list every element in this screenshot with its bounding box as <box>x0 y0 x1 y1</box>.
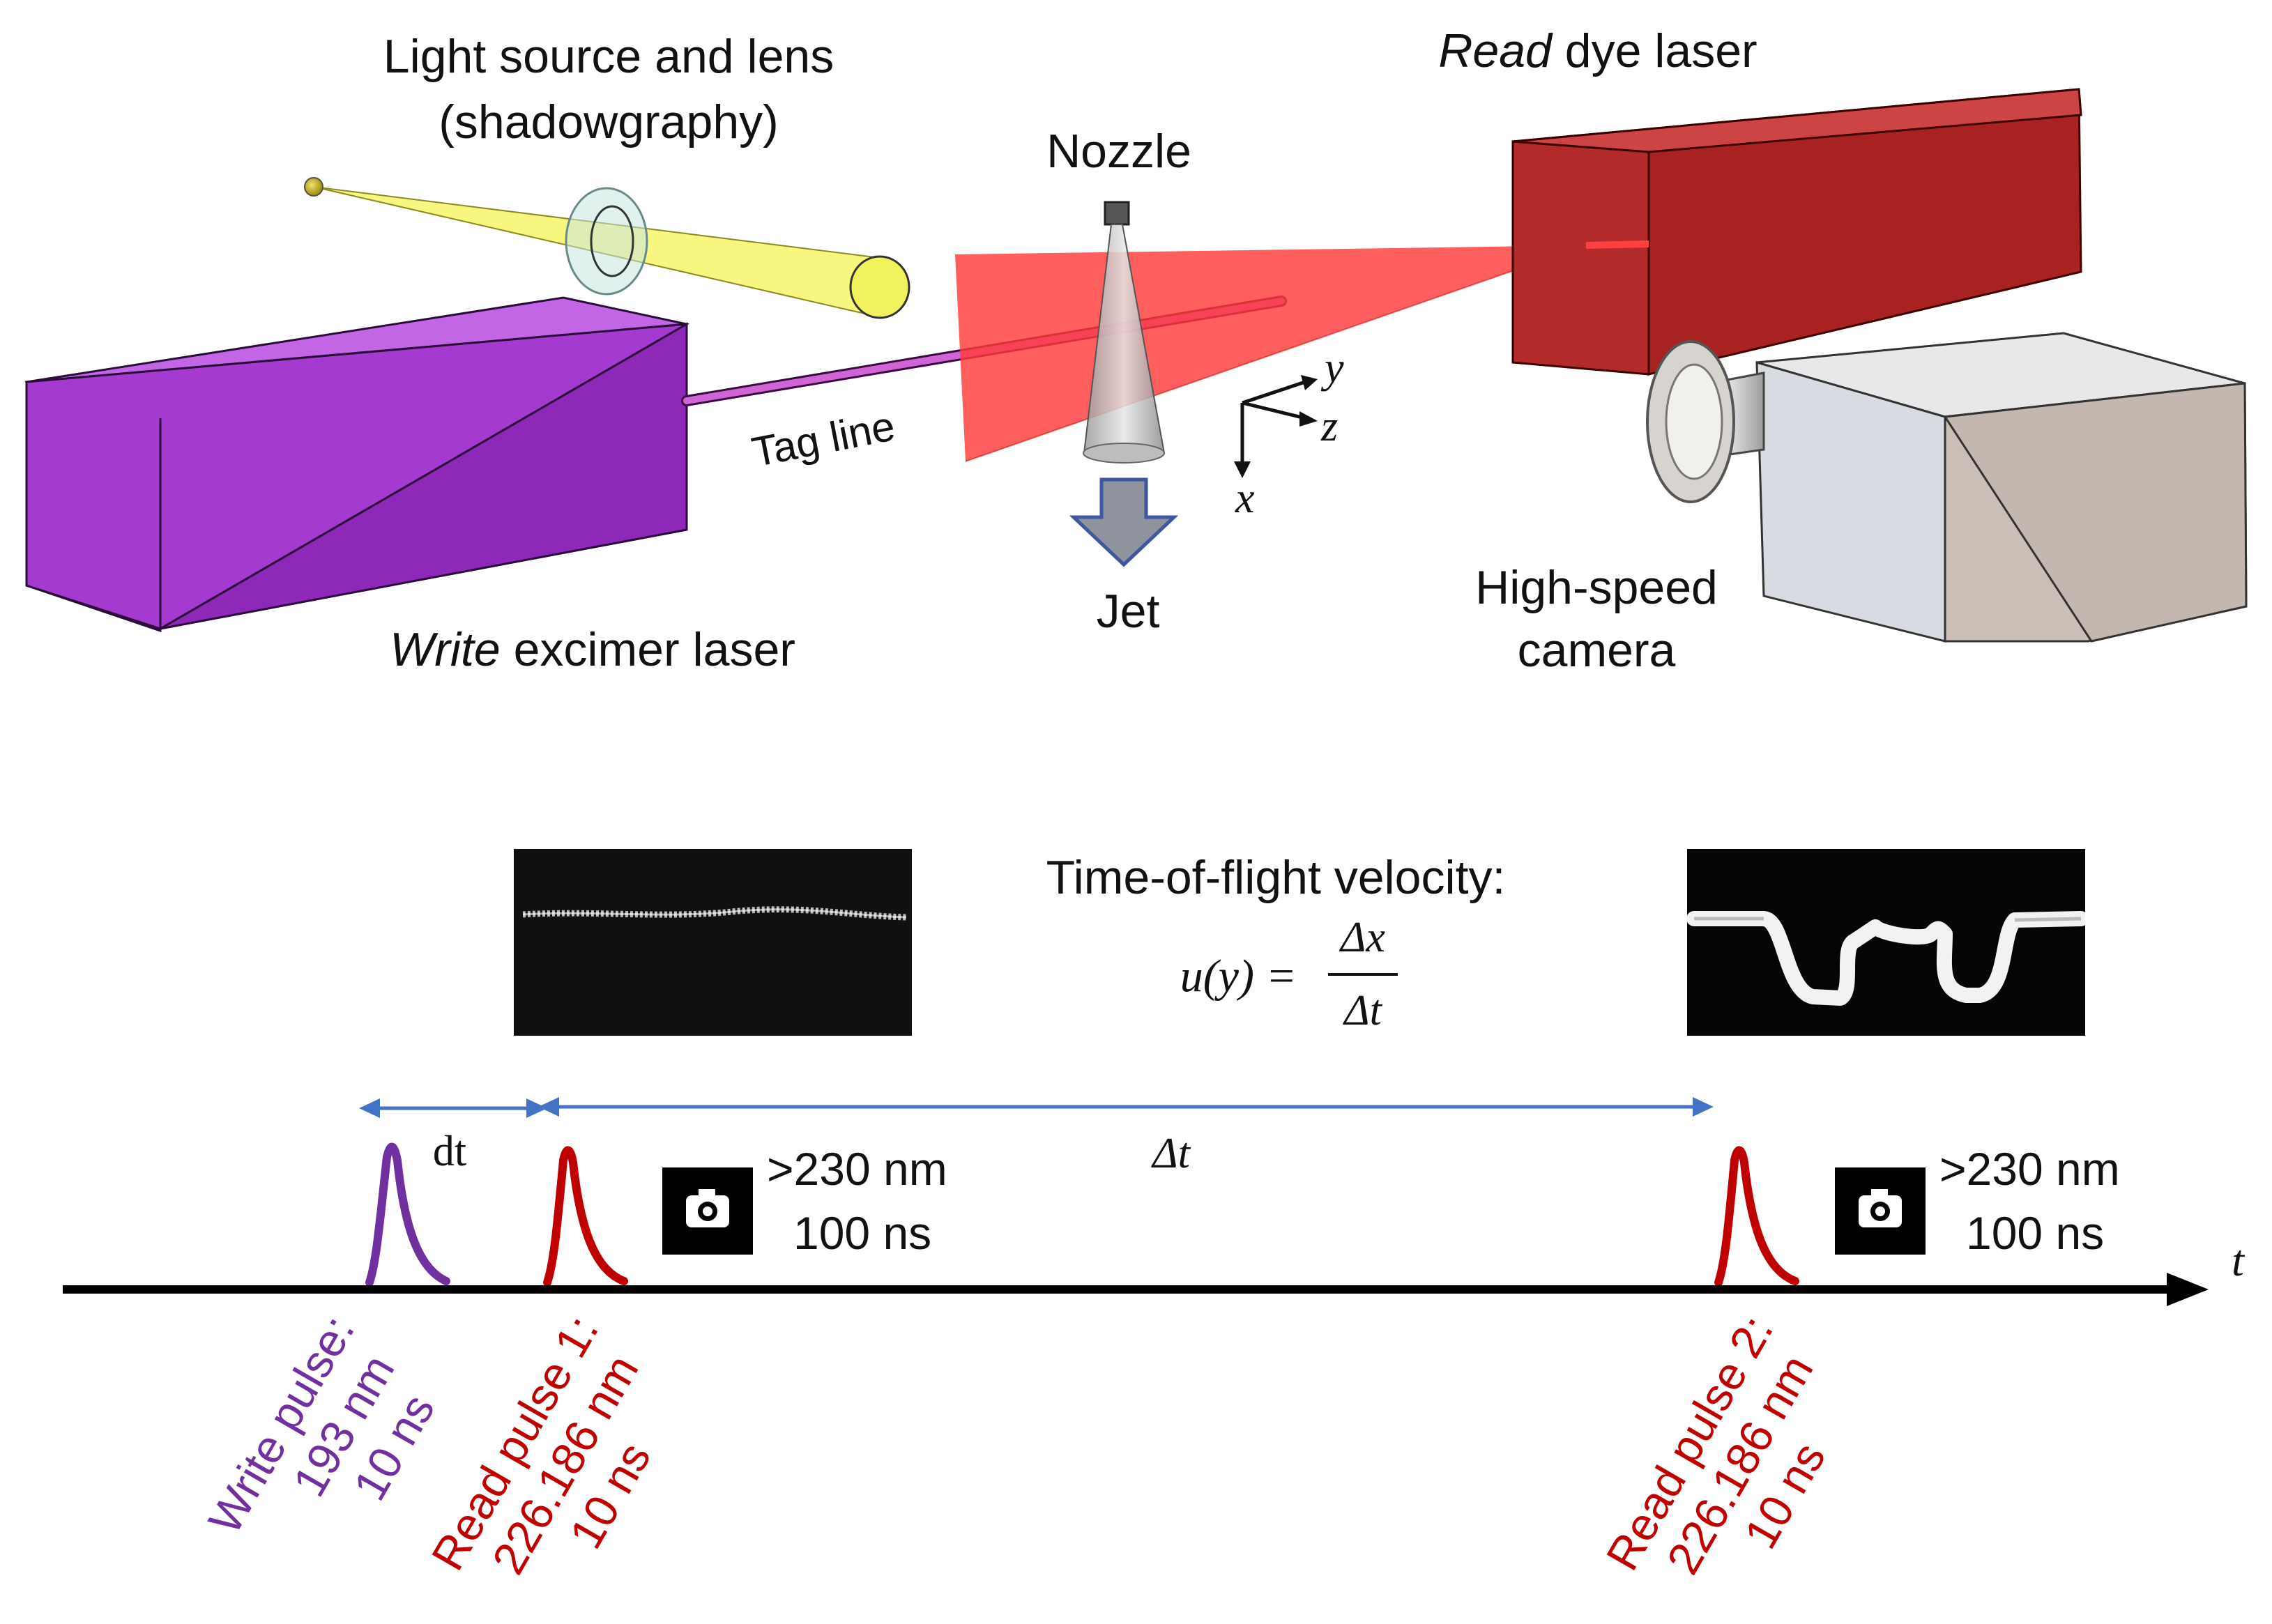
delta-t-arrow <box>538 1097 1714 1117</box>
dt-label: dt <box>433 1128 466 1175</box>
tag-line-image-displaced <box>1686 849 2089 1036</box>
dt-label-text: dt <box>433 1128 466 1175</box>
velocity-title: Time-of-flight velocity: <box>1046 851 1506 904</box>
velocity-numerator: Δx <box>1339 914 1385 961</box>
nozzle-label: Nozzle <box>1046 125 1191 178</box>
shadowgraphy-light-source <box>304 177 910 319</box>
read-laser-sheet <box>955 245 1587 462</box>
t-axis-label: t <box>2232 1236 2246 1285</box>
read-pulse-1-shape <box>543 1146 628 1287</box>
axis-z-label: z <box>1320 403 1338 450</box>
dt-arrow <box>359 1098 547 1118</box>
delta-t-label: Δt <box>1150 1130 1191 1177</box>
camera-2-wavelength: >230 nm <box>1939 1143 2120 1195</box>
write-excimer-laser <box>24 296 690 633</box>
write-laser-label-rest: excimer laser <box>501 623 795 676</box>
jet-arrow-icon <box>1069 477 1179 567</box>
jet-label: Jet <box>1097 585 1160 638</box>
read-pulse-2-label: Read pulse 2: 226.186 nm 10 ns <box>1596 1307 1835 1582</box>
coordinate-axes <box>1234 375 1318 478</box>
read-pulse-2-shape <box>1714 1146 1799 1287</box>
high-speed-camera <box>1646 332 2248 643</box>
read-laser-label-italic: Read <box>1438 24 1553 77</box>
camera-2-exposure: 100 ns <box>1966 1207 2104 1259</box>
axis-x-label: x <box>1235 475 1255 522</box>
camera-1-exposure: 100 ns <box>793 1207 931 1259</box>
write-laser-label: Write excimer laser <box>390 623 795 676</box>
write-pulse-label: Write pulse: 193 nm 10 ns <box>198 1307 444 1542</box>
write-laser-label-italic: Write <box>390 623 501 676</box>
velocity-denominator: Δt <box>1342 987 1382 1034</box>
axis-y-label: y <box>1320 344 1344 392</box>
tag-line-image-initial <box>514 849 912 1036</box>
camera-1-wavelength: >230 nm <box>767 1143 947 1195</box>
nozzle <box>1083 201 1166 464</box>
read-dye-laser <box>1511 88 2082 376</box>
camera-label: High-speed <box>1475 561 1718 614</box>
tag-line-label: Tag line <box>748 402 899 475</box>
light-source-sublabel: (shadowgraphy) <box>439 95 779 148</box>
camera-icon <box>662 1167 753 1255</box>
read-laser-label: Read dye laser <box>1438 24 1757 77</box>
read-pulse-1-label: Read pulse 1: 226.186 nm 10 ns <box>421 1307 660 1582</box>
read-laser-label-rest: dye laser <box>1552 24 1758 77</box>
camera-sublabel: camera <box>1518 624 1676 677</box>
time-axis <box>63 1273 2209 1306</box>
camera-icon <box>1835 1167 1926 1255</box>
write-pulse-shape <box>365 1142 450 1287</box>
velocity-lhs: u(y) = <box>1180 951 1297 1002</box>
light-source-label: Light source and lens <box>383 30 834 83</box>
